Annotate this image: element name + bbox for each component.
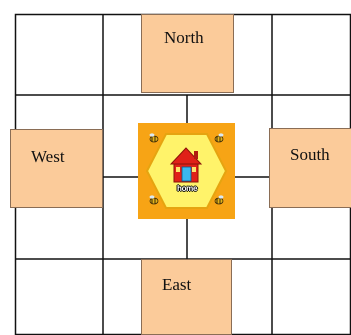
home-tile-art	[138, 123, 235, 219]
west-tile[interactable]: West	[10, 129, 103, 208]
east-tile[interactable]: East	[141, 259, 232, 335]
home-tile[interactable]: home	[138, 123, 235, 219]
south-tile[interactable]: South	[269, 128, 351, 208]
bee-icon	[215, 195, 224, 204]
bee-icon	[150, 195, 159, 204]
north-tile[interactable]: North	[141, 14, 234, 93]
north-label: North	[164, 28, 204, 48]
bee-icon	[150, 133, 159, 142]
south-label: South	[290, 145, 330, 165]
east-label: East	[162, 275, 191, 295]
bee-icon	[215, 133, 224, 142]
home-label: home	[177, 184, 197, 193]
west-label: West	[31, 147, 65, 167]
